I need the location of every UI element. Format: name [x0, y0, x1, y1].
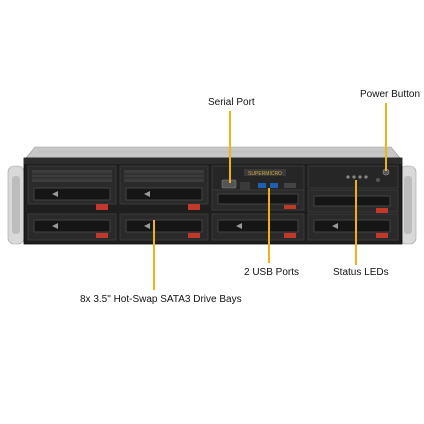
leader-status-leds	[355, 180, 357, 265]
power-button-label: Power Button	[360, 89, 421, 100]
svg-text:SUPERMICRO: SUPERMICRO	[248, 171, 282, 177]
leader-usb-ports	[268, 188, 270, 263]
brand-badge	[244, 169, 286, 176]
serial-port-label: Serial Port	[208, 97, 255, 108]
usb-port	[270, 183, 278, 188]
chassis-top-lid	[25, 146, 401, 159]
status-leds-label: Status LEDs	[333, 267, 389, 278]
leader-drive-bays	[153, 220, 155, 290]
leader-serial-port	[229, 111, 231, 183]
usb-ports-label: 2 USB Ports	[244, 267, 300, 278]
usb-port	[258, 183, 266, 188]
status-leds	[346, 175, 368, 179]
drive-bays-label: 8x 3.5" Hot-Swap SATA3 Drive Bays	[80, 294, 242, 305]
leader-power-button	[385, 103, 387, 171]
